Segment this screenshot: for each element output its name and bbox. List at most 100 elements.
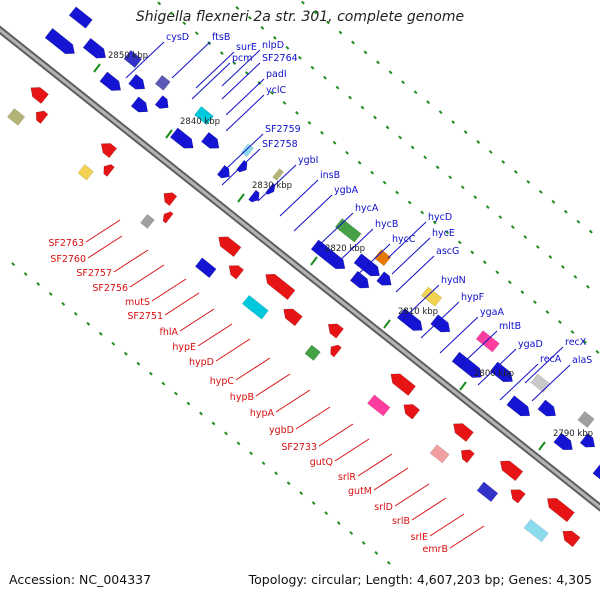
feature-block	[476, 481, 499, 503]
forward-gene-label: recA	[540, 354, 562, 365]
reverse-gene-label: SF2751	[127, 311, 163, 322]
tick-dot	[595, 350, 600, 354]
feature-block	[194, 257, 217, 279]
leader-line	[387, 221, 427, 259]
tick-dot	[244, 71, 249, 75]
reverse-gene-arrow	[163, 192, 178, 207]
leader-line	[221, 148, 261, 186]
feature-block	[304, 344, 321, 361]
reverse-gene-arrow	[510, 489, 526, 504]
tick-dot	[310, 65, 315, 70]
tick-dot	[510, 225, 515, 229]
feature-block	[429, 444, 450, 464]
feature-block	[577, 411, 595, 428]
reverse-gene-label: gutQ	[310, 457, 333, 468]
forward-gene-arrow	[430, 314, 451, 333]
tick-dot	[311, 501, 316, 506]
tick-dot	[338, 30, 343, 35]
reverse-gene-label: gutM	[348, 486, 372, 497]
leader-line	[275, 389, 311, 413]
reverse-gene-arrow	[218, 236, 242, 258]
tick-dot	[573, 274, 578, 279]
tick-dot	[274, 471, 279, 476]
forward-gene-label: ftsB	[212, 32, 230, 43]
tick-dot	[476, 140, 481, 144]
reverse-gene-arrow	[100, 143, 118, 159]
reverse-gene-arrow	[103, 164, 115, 177]
reverse-gene-label: SF2763	[48, 238, 84, 249]
feature-block	[475, 330, 500, 353]
tick-dot	[423, 155, 428, 160]
forward-gene-label: hycB	[375, 219, 398, 230]
tick-dot	[295, 110, 299, 115]
forward-gene-label: nlpD	[262, 40, 284, 51]
tick-dot	[457, 240, 462, 245]
tick-dot	[545, 310, 550, 314]
tick-dot	[270, 91, 274, 95]
forward-gene-label: hycE	[432, 228, 455, 239]
leader-line	[351, 243, 391, 281]
tick-dot	[360, 105, 365, 110]
reverse-gene-label: SF2760	[50, 254, 86, 265]
tick-dot	[194, 31, 199, 36]
tick-dot	[401, 80, 405, 85]
tick-dot	[473, 195, 478, 200]
tick-dot	[373, 115, 377, 120]
tick-dot	[470, 250, 475, 255]
forward-gene-label: hycD	[428, 212, 452, 223]
tick-dot	[588, 229, 593, 234]
feature-block	[240, 143, 254, 158]
leader-line	[293, 194, 333, 232]
tick-dot	[182, 21, 187, 26]
tick-dot	[247, 15, 252, 20]
leader-line	[235, 357, 271, 381]
tick-dot	[61, 302, 66, 306]
tick-dot	[460, 185, 465, 190]
reverse-gene-label: SF2757	[76, 268, 112, 279]
leader-line	[197, 323, 233, 347]
tick-dot	[386, 560, 391, 565]
leader-line	[314, 212, 354, 250]
leader-line	[531, 364, 571, 402]
leader-line	[295, 406, 331, 430]
reverse-gene-arrow	[162, 211, 174, 224]
leader-line	[225, 78, 265, 116]
tick-dot	[148, 371, 153, 376]
reverse-gene-arrow	[283, 308, 303, 327]
leader-line	[221, 49, 261, 87]
forward-gene-label: SF2758	[262, 139, 298, 150]
leader-line	[429, 513, 465, 537]
feature-block	[77, 164, 94, 181]
tick-dot	[335, 85, 340, 90]
forward-gene-arrow	[349, 270, 370, 289]
reverse-gene-arrow	[562, 530, 581, 548]
reverse-gene-label: srlR	[338, 472, 356, 483]
tick-mark	[310, 256, 318, 266]
tick-dot	[123, 351, 128, 356]
leader-line	[221, 62, 261, 100]
forward-gene-label: cysD	[166, 32, 189, 43]
forward-gene-arrow	[154, 95, 169, 109]
tick-dot	[435, 165, 440, 170]
forward-gene-label: surE	[236, 42, 257, 53]
leader-line	[171, 41, 211, 79]
leader-line	[215, 338, 251, 362]
reverse-gene-arrow	[453, 423, 474, 442]
feature-block	[194, 106, 214, 126]
tick-dot	[432, 220, 437, 225]
tick-dot	[523, 235, 528, 239]
forward-gene-label: ygbA	[334, 185, 359, 196]
tick-dot	[407, 200, 412, 205]
leader-line	[195, 51, 235, 89]
leader-line	[411, 497, 447, 521]
feature-block	[68, 6, 93, 29]
feature-block	[367, 394, 391, 417]
reverse-gene-label: emrB	[422, 544, 448, 555]
tick-dot	[563, 209, 568, 214]
tick-label: 2830 kbp	[252, 181, 292, 191]
tick-dot	[298, 55, 302, 60]
tick-dot	[507, 280, 512, 285]
tick-label: 2810 kbp	[398, 307, 438, 317]
